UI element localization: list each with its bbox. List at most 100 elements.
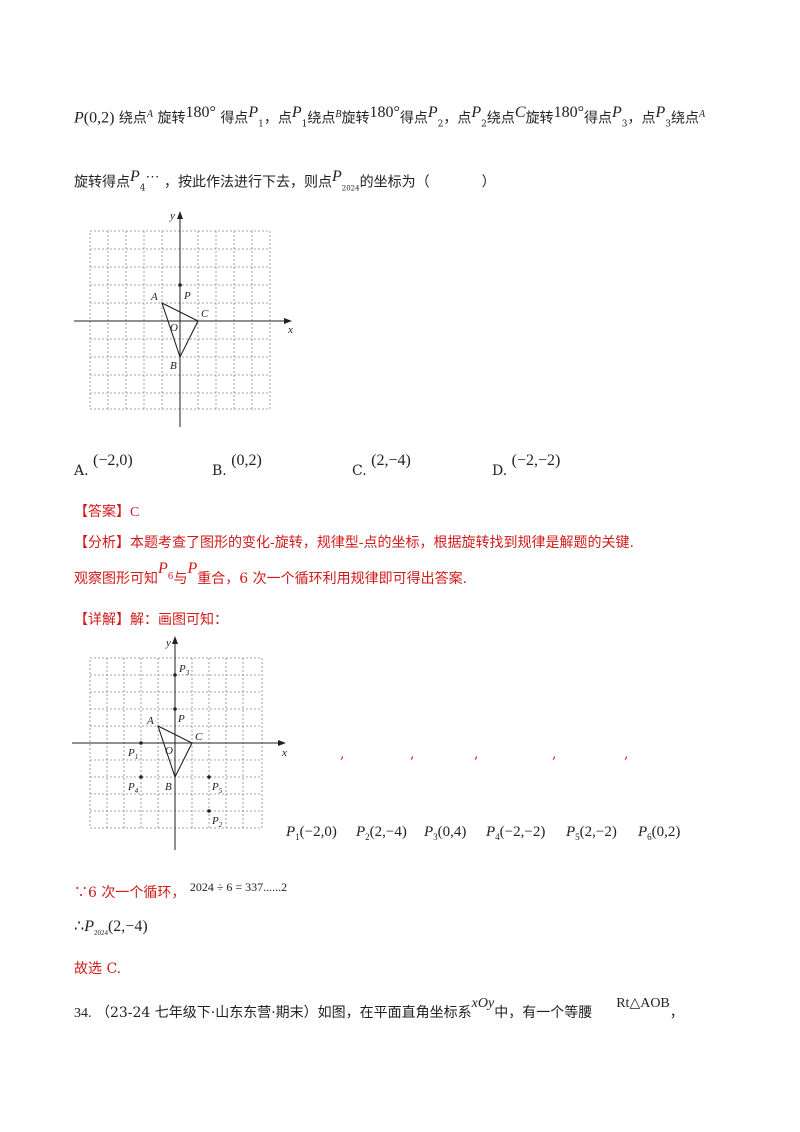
point-p3: P xyxy=(611,104,622,121)
angle: 180° xyxy=(185,104,216,121)
point-p3: P xyxy=(655,104,666,121)
label-b: B xyxy=(165,781,172,793)
question-number: 34. xyxy=(74,1006,92,1021)
detail-tag: 【详解】 xyxy=(74,612,130,628)
text: 的坐标为（ xyxy=(359,174,430,191)
subscript: 3 xyxy=(621,119,628,130)
text: 观察图形可知 xyxy=(74,571,158,587)
point-p5-dot xyxy=(207,775,211,779)
detail-text: 解：画图可知： xyxy=(130,612,228,628)
because-text: ∵6 次一个循环， xyxy=(74,885,186,901)
text: ，点 xyxy=(627,110,656,127)
therefore-symbol: ∴ xyxy=(74,918,85,935)
label-x: x xyxy=(281,747,287,759)
point-coords: (2,−4) xyxy=(369,824,407,840)
point-p: P xyxy=(74,109,84,127)
point-coords: (−2,0) xyxy=(299,824,337,840)
text: 旋转 xyxy=(525,110,554,127)
point-p1-dot xyxy=(139,741,143,745)
comma: , xyxy=(410,746,415,762)
subscript: 5 xyxy=(575,832,580,842)
subscript: 2 xyxy=(437,119,444,130)
option-value: (0,2) xyxy=(231,452,262,469)
subscript: 6 xyxy=(647,832,652,842)
label-a: A xyxy=(150,291,158,303)
text: 绕点 xyxy=(307,110,336,127)
ellipsis: ⋯ xyxy=(145,169,160,185)
question-text: 中，有一个等腰 xyxy=(494,1005,593,1021)
option-d[interactable]: D. (−2,−2) xyxy=(492,452,561,479)
text: ，按此作法进行下去，则点 xyxy=(163,174,332,191)
label-a: A xyxy=(146,715,154,727)
subscript: 1 xyxy=(301,119,308,130)
text: 得点 xyxy=(399,110,428,127)
label-x: x xyxy=(287,324,293,336)
problem-line-1: P(0,2) 绕点A 旋转180° 得点P1，点P1绕点B旋转180°得点P2，… xyxy=(74,104,705,129)
y-axis-arrow xyxy=(177,211,183,219)
comma: , xyxy=(624,746,629,762)
comma: , xyxy=(474,746,479,762)
point-coords: (0,4) xyxy=(437,824,467,840)
label-b: B xyxy=(335,109,342,120)
point-p2024: P xyxy=(84,918,94,935)
label-b: B xyxy=(170,360,177,372)
point-coords: (2,−4) xyxy=(107,918,148,935)
option-value: (−2,−2) xyxy=(511,452,561,469)
option-value: (−2,0) xyxy=(93,452,133,469)
comma: , xyxy=(552,746,557,762)
label-p5: P5 xyxy=(211,781,223,795)
subscript: 3 xyxy=(433,832,438,842)
text: 绕点 xyxy=(486,110,515,127)
option-a[interactable]: A. (−2,0) xyxy=(74,452,133,479)
point-name: P xyxy=(286,824,296,840)
x-axis-arrow xyxy=(278,740,286,746)
subscript: 2 xyxy=(365,832,370,842)
division-expression: 2024 ÷ 6 = 337......2 xyxy=(189,880,288,894)
choose-text: 故选 C. xyxy=(74,961,122,977)
text: ，点 xyxy=(263,110,292,127)
option-b[interactable]: B. (0,2) xyxy=(212,452,262,479)
label-p1: P1 xyxy=(127,747,138,761)
angle: 180° xyxy=(369,104,400,121)
option-c[interactable]: C. (2,−4) xyxy=(352,452,411,479)
point-item: P2(2,−4) xyxy=(356,824,407,842)
option-label: A. xyxy=(74,463,89,479)
subscript: 1 xyxy=(258,119,264,130)
label-c: C xyxy=(195,731,203,743)
option-value: (2,−4) xyxy=(371,452,411,469)
text: 得点 xyxy=(583,110,612,127)
label-p3: P3 xyxy=(178,663,190,677)
text: 旋转得点 xyxy=(74,174,130,191)
subscript: 6 xyxy=(167,571,174,582)
label-p4: P4 xyxy=(127,781,139,795)
label-c: C xyxy=(514,104,526,121)
answer-value: C xyxy=(130,505,140,520)
text: 绕点 xyxy=(118,110,147,127)
analysis-line-1: 【分析】本题考查了图形的变化-旋转，规律型-点的坐标，根据旋转找到规律是解题的关… xyxy=(74,532,634,552)
angle: 180° xyxy=(553,104,584,121)
because-line: ∵6 次一个循环， 2024 ÷ 6 = 337......2 xyxy=(74,876,288,901)
point-p2: P xyxy=(427,104,438,121)
point-item: P1(−2,0) xyxy=(286,824,337,842)
subscript: 1 xyxy=(295,832,300,842)
analysis-tag: 【分析】 xyxy=(74,535,130,551)
point-p6: P xyxy=(158,560,168,577)
point-p-dot xyxy=(178,283,182,287)
point-name: P xyxy=(424,824,434,840)
point-item: P5(2,−2) xyxy=(566,824,617,842)
detail-heading: 【详解】解：画图可知： xyxy=(74,609,228,629)
text: ） xyxy=(481,174,496,191)
text: ，点 xyxy=(443,110,472,127)
analysis-text: 本题考查了图形的变化-旋转，规律型-点的坐标，根据旋转找到规律是解题的关键. xyxy=(130,535,634,551)
text: 旋转 xyxy=(157,110,186,127)
triangle-label: Rt△AOB xyxy=(616,996,670,1011)
point-coords: (0,2) xyxy=(651,824,681,840)
label-a: A xyxy=(146,109,153,120)
y-axis-arrow xyxy=(172,636,178,644)
grid xyxy=(89,230,271,410)
answer: 【答案】C xyxy=(74,501,139,521)
comma: , xyxy=(340,746,345,762)
subscript: 3 xyxy=(665,119,671,130)
label-c: C xyxy=(201,308,209,320)
figure-2: x y A B C O P P3 P1 P4 P5 P2 xyxy=(72,636,287,850)
